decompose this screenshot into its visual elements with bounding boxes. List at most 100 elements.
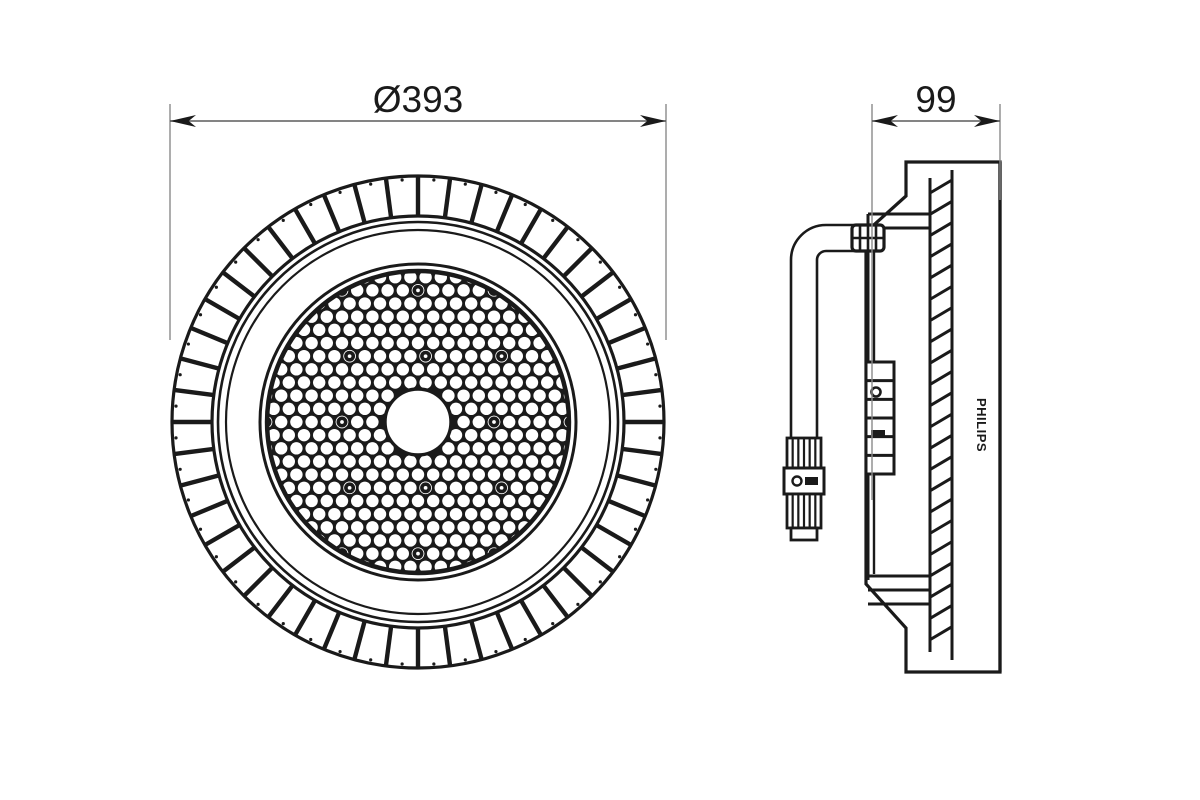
fin-separator: [607, 325, 647, 346]
lens-dot: [434, 455, 447, 468]
height-dimension: 99: [871, 79, 1001, 500]
fin-hatch-line: [929, 391, 953, 408]
fin-notch-dot: [618, 555, 622, 559]
lens-optic-accent-core: [423, 485, 428, 490]
lens-dot: [305, 494, 318, 508]
lens-dot: [442, 468, 455, 481]
lens-dot: [525, 349, 539, 363]
fin-separator: [293, 207, 317, 245]
lens-dot: [282, 376, 295, 389]
fin-separator: [595, 523, 633, 547]
body-ring-circle: [264, 268, 572, 576]
fin-notch-dot: [576, 238, 580, 242]
lens-dot: [503, 310, 516, 323]
lens-dot: [351, 363, 364, 376]
lens-dot: [449, 455, 463, 468]
diameter-dimension-label: Ø393: [373, 79, 464, 120]
top-view: [170, 174, 666, 670]
lens-dot: [510, 428, 523, 442]
fin-notch-dot: [633, 527, 638, 531]
lens-dot: [305, 363, 318, 376]
lens-dot: [533, 363, 546, 376]
lens-optic-accent-core: [416, 551, 420, 556]
fin-notch-dot: [309, 202, 313, 207]
lens-dot: [320, 442, 333, 455]
fin-separator: [242, 246, 274, 278]
lens-dot: [556, 428, 568, 442]
lens-dot: [358, 481, 371, 495]
lens-dot: [533, 389, 546, 402]
arrowhead-right: [974, 115, 1000, 127]
lens-dot: [419, 507, 432, 521]
fin-hatch-line: [929, 433, 953, 450]
lens-optic-accent-core: [347, 354, 352, 359]
fin-notch-dot: [174, 404, 178, 408]
fin-separator: [442, 177, 453, 219]
lens-dot: [465, 507, 478, 521]
fin-separator: [469, 183, 484, 224]
lens-dot: [525, 455, 539, 468]
lens-dot: [449, 481, 463, 495]
lens-dot: [457, 336, 470, 350]
body-ring-circle: [224, 228, 612, 616]
lens-dot: [366, 284, 379, 297]
fin-notch-dot: [598, 260, 602, 264]
lens-dot: [335, 389, 349, 402]
lens-dot: [366, 415, 379, 429]
lens-dot: [358, 428, 371, 442]
lens-dot: [305, 415, 318, 429]
lens-dot: [313, 481, 326, 495]
lens-dot: [503, 521, 516, 534]
lens-dot: [366, 336, 379, 350]
fin-hatch-line: [929, 263, 953, 280]
lower-shoulder-steps: [868, 574, 930, 606]
fin-notch-dot: [198, 313, 203, 317]
lens-dot: [457, 363, 470, 376]
fin-notch-dot: [400, 662, 404, 666]
lens-dot: [541, 402, 554, 416]
lens-dot: [434, 323, 447, 337]
lens-dot: [275, 415, 288, 429]
lens-dot: [457, 415, 470, 429]
lens-dot: [366, 547, 379, 560]
lens-dot: [373, 376, 387, 389]
lens-dot: [343, 402, 356, 416]
lens-dot: [465, 376, 478, 389]
lens-dot: [434, 507, 447, 521]
fin-hatch-line: [929, 327, 953, 344]
lens-dot: [533, 468, 546, 481]
lens-dot: [442, 284, 455, 297]
lens-dot: [389, 376, 402, 389]
lens-dot: [427, 494, 440, 508]
lens-dot: [404, 297, 417, 310]
lens-dot: [434, 376, 447, 389]
lens-dot: [404, 507, 417, 521]
fin-separator: [266, 225, 295, 260]
lens-dot: [343, 534, 356, 547]
fin-notch-dot: [432, 178, 436, 182]
lens-dot: [487, 310, 501, 323]
lens-dot: [389, 297, 402, 310]
fin-notch-dot: [234, 260, 238, 264]
lens-dot: [457, 442, 470, 455]
lens-dot: [366, 468, 379, 481]
lens-dot: [518, 494, 531, 508]
lens-dot: [465, 297, 478, 310]
lens-dot: [457, 389, 470, 402]
lens-dot: [449, 376, 463, 389]
fin-separator: [621, 446, 663, 457]
lens-dot: [472, 415, 485, 429]
lens-dot: [381, 389, 394, 402]
fin-hatch-line: [929, 582, 953, 599]
lens-dot: [449, 349, 463, 363]
lens-dot: [373, 428, 387, 442]
fin-notch-dot: [281, 218, 285, 222]
lens-dot: [411, 521, 425, 534]
lens-dot: [510, 455, 523, 468]
lens-dot: [290, 389, 303, 402]
lens-dot: [328, 349, 341, 363]
cable-gland: [850, 223, 886, 253]
fin-separator: [293, 599, 317, 637]
connector-tip: [789, 526, 819, 542]
